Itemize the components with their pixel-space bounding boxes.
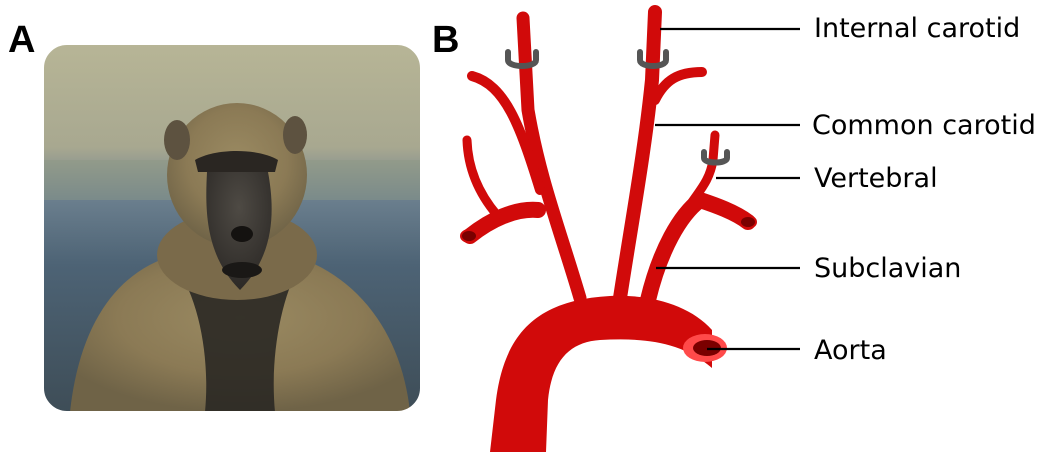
label-internal-carotid: Internal carotid xyxy=(814,13,1020,44)
label-common-carotid: Common carotid xyxy=(812,110,1036,141)
baboon-photo xyxy=(43,44,421,412)
panel-letter-a: A xyxy=(8,19,35,61)
panel-letter-b: B xyxy=(432,19,459,61)
aortic-arch xyxy=(490,296,727,452)
label-vertebral: Vertebral xyxy=(814,163,938,194)
left-subclavian-cut-end xyxy=(740,216,756,228)
artery-diagram xyxy=(461,12,756,452)
right-subclavian-cut-end xyxy=(461,230,477,242)
label-aorta: Aorta xyxy=(814,335,887,366)
label-subclavian: Subclavian xyxy=(814,253,961,284)
right-brachiocephalic-branches xyxy=(461,18,580,298)
